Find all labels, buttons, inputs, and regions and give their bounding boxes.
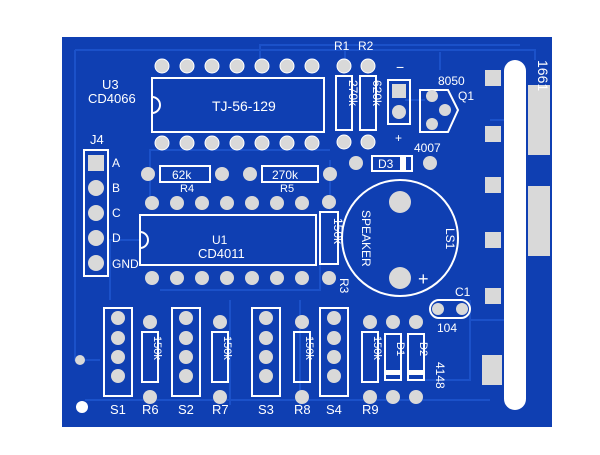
right-strip-slot	[504, 60, 526, 410]
r4-label: R4	[180, 183, 194, 195]
s2-group: S2	[171, 307, 201, 417]
s3-label: S3	[258, 402, 274, 417]
power-connector-outline	[387, 79, 411, 125]
q1-ref-label: Q1	[458, 89, 474, 103]
r5-value: 270k	[272, 168, 299, 182]
ls1-label: LS1	[443, 228, 457, 250]
d3-band	[400, 156, 406, 171]
j4-pin-d: D	[112, 231, 121, 245]
r7-label: R7	[212, 402, 229, 417]
s4-group: S4	[319, 307, 349, 417]
u3-pins	[154, 58, 320, 151]
r8-group: 150k R8	[293, 315, 315, 417]
c1-value: 104	[437, 321, 457, 335]
s3-group: S3	[251, 307, 281, 417]
power-pad-round	[392, 105, 406, 119]
r2-label: R2	[358, 39, 374, 53]
r1-r2-pads	[336, 58, 376, 150]
d2-group: D2	[407, 315, 429, 404]
r2-body	[359, 75, 377, 131]
r9-label: R9	[362, 402, 379, 417]
d1-group: D1	[384, 315, 406, 404]
r4-body	[159, 165, 211, 183]
d3-label: D3	[378, 157, 394, 171]
u3-notch	[151, 96, 161, 114]
d3-body	[371, 155, 413, 172]
c1-outline	[429, 299, 471, 319]
r5-body	[261, 165, 319, 183]
r8-label: R8	[294, 402, 311, 417]
j4-pin-b: B	[112, 181, 120, 195]
r6-group: 150k R6	[141, 315, 163, 417]
c1-label: C1	[455, 285, 471, 299]
d12-part-label: 4148	[433, 362, 447, 389]
r6-label: R6	[142, 402, 159, 417]
c1-pad-left	[432, 303, 444, 315]
year-label: 1661	[535, 60, 551, 91]
power-pad-square	[392, 84, 406, 98]
c1-pad-right	[456, 303, 468, 315]
mounting-hole-bottom-left	[76, 401, 88, 413]
power-minus-label: −	[396, 59, 404, 75]
mounting-hole-left	[75, 355, 85, 365]
r3-ref: R3	[337, 278, 351, 294]
speaker-outline	[341, 179, 459, 297]
r1-label: R1	[334, 39, 350, 53]
r3-pad-top	[322, 195, 336, 209]
s2-label: S2	[178, 402, 194, 417]
r1-value: 270k	[346, 80, 360, 107]
u3-part-label: CD4066	[88, 91, 136, 106]
r9-value: 150k	[371, 336, 383, 360]
s4-label: S4	[326, 402, 342, 417]
j4-pin1-pad	[88, 155, 104, 171]
u1-ref-label: U1	[212, 233, 228, 247]
j4-pin-a: A	[112, 156, 120, 170]
speaker-label: SPEAKER	[359, 210, 373, 267]
u3-text-label: TJ-56-129	[212, 98, 276, 114]
u1-part-label: CD4011	[198, 246, 245, 261]
j4-pads	[88, 180, 104, 271]
speaker-plus-label: +	[418, 269, 429, 289]
j4-outline	[83, 149, 109, 277]
r1-body	[335, 75, 353, 131]
u1-pins	[145, 196, 309, 285]
r9-group: 150k R9	[361, 315, 383, 417]
power-plus-label: +	[395, 131, 402, 145]
q1-pads	[426, 90, 451, 130]
r7-value: 150k	[221, 336, 233, 360]
u1-notch	[139, 231, 149, 249]
right-edge-pad-2	[528, 186, 550, 256]
u3-outline	[151, 77, 325, 133]
d3-pad-right	[423, 156, 437, 170]
r5-label: R5	[280, 183, 294, 195]
r8-value: 150k	[303, 336, 315, 360]
r3-pad-bottom	[322, 271, 336, 285]
r6-value: 150k	[151, 336, 163, 360]
r7-group: 150k R7	[211, 315, 233, 417]
d3-part-label: 4007	[414, 141, 441, 155]
j4-pin-c: C	[112, 206, 121, 220]
q1-part-label: 8050	[438, 74, 465, 88]
right-square-pads	[482, 70, 502, 385]
right-edge-pad-1	[528, 85, 550, 155]
q1-outline	[419, 89, 460, 133]
u3-ref-label: U3	[102, 77, 119, 92]
r4-r5-pads	[141, 167, 337, 181]
speaker-pad-bottom	[389, 267, 411, 289]
d3-pad-left	[349, 156, 363, 170]
r2-value: 620k	[370, 80, 384, 107]
j4-pin-gnd: GND	[112, 257, 139, 271]
d1-label: D1	[394, 342, 406, 356]
r3-body	[319, 211, 339, 265]
s1-group: S1	[103, 307, 133, 417]
j4-label: J4	[90, 132, 104, 147]
r4-value: 62k	[172, 168, 192, 182]
u1-outline	[139, 214, 317, 266]
d2-label: D2	[417, 342, 429, 356]
s1-label: S1	[110, 402, 126, 417]
speaker-pad-top	[389, 191, 411, 213]
